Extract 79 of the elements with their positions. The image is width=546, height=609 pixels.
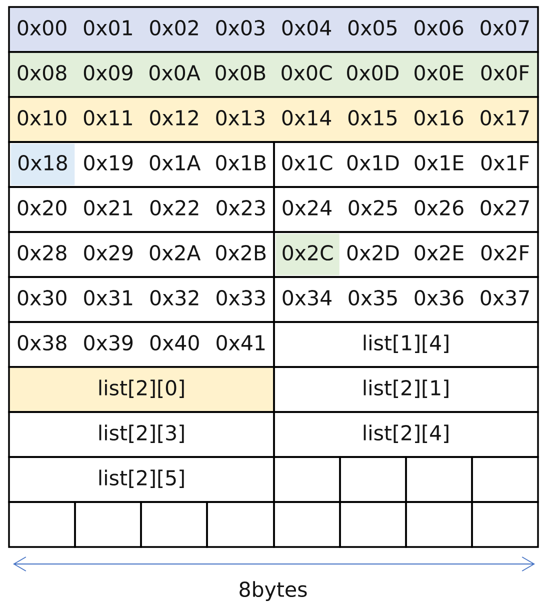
byte-address: 0x1C — [282, 155, 332, 171]
empty-cell — [339, 456, 407, 503]
byte-address: 0x0A — [150, 65, 200, 81]
byte-address: 0x34 — [282, 290, 332, 306]
byte-address: 0x39 — [84, 335, 133, 351]
byte-address: 0x37 — [480, 290, 529, 306]
byte-address: 0x21 — [84, 200, 132, 216]
byte-address: 0x41 — [216, 335, 265, 351]
byte-address: 0x20 — [18, 200, 66, 216]
byte-address: 0x2A — [150, 245, 201, 261]
byte-address: 0x27 — [480, 200, 529, 216]
byte-address: 0x22 — [150, 200, 198, 216]
byte-address: 0x24 — [282, 200, 332, 216]
byte-address: 0x09 — [84, 65, 132, 81]
highlighted-byte: 0x2C — [276, 234, 340, 276]
byte-address: 0x15 — [348, 110, 397, 126]
empty-cell — [8, 501, 76, 548]
empty-cell — [405, 501, 473, 548]
byte-address: 0x08 — [18, 65, 66, 81]
byte-address: 0x23 — [216, 200, 265, 216]
byte-address: 0x26 — [414, 200, 464, 216]
byte-address: 0x33 — [216, 290, 265, 306]
byte-address: 0x35 — [348, 290, 397, 306]
byte-address: 0x13 — [216, 110, 264, 126]
byte-address: 0x06 — [414, 20, 464, 36]
byte-address: 0x30 — [18, 290, 66, 306]
byte-address: 0x19 — [84, 155, 133, 171]
byte-address: 0x2F — [481, 245, 529, 261]
byte-address: 0x0F — [481, 65, 529, 81]
byte-address: 0x36 — [414, 290, 464, 306]
list-element-box: list[2][0] — [8, 366, 275, 413]
byte-address: 0x31 — [84, 290, 132, 306]
empty-cell — [206, 501, 275, 548]
list-element-box: list[2][1] — [273, 366, 539, 413]
byte-address: 0x07 — [480, 20, 529, 36]
byte-address: 0x03 — [216, 20, 264, 36]
byte-address: 0x1B — [216, 155, 266, 171]
byte-address: 0x1F — [481, 155, 529, 171]
byte-address: 0x0B — [216, 65, 266, 81]
byte-address: 0x0E — [414, 65, 464, 81]
empty-cell — [273, 456, 341, 503]
empty-cell — [74, 501, 142, 548]
list-element-box: list[2][5] — [8, 456, 275, 503]
byte-address: 0x1A — [150, 155, 201, 171]
byte-address: 0x05 — [348, 20, 397, 36]
list-element-box: list[2][4] — [273, 411, 539, 458]
byte-address: 0x11 — [84, 110, 132, 126]
byte-address: 0x16 — [414, 110, 464, 126]
byte-address: 0x2D — [347, 245, 399, 261]
empty-cell — [140, 501, 208, 548]
empty-cell — [471, 456, 539, 503]
byte-address: 0x0D — [347, 65, 398, 81]
byte-address: 0x12 — [150, 110, 198, 126]
byte-address: 0x1E — [414, 155, 464, 171]
byte-address: 0x02 — [150, 20, 198, 36]
byte-address: 0x29 — [84, 245, 133, 261]
byte-address: 0x17 — [480, 110, 529, 126]
empty-cell — [339, 501, 407, 548]
byte-address: 0x0C — [282, 65, 332, 81]
byte-address: 0x01 — [84, 20, 132, 36]
list-element-box: list[1][4] — [273, 321, 539, 368]
byte-address: 0x10 — [18, 110, 66, 126]
empty-cell — [405, 456, 473, 503]
dimension-label: 8bytes — [240, 581, 307, 602]
byte-address: 0x25 — [348, 200, 397, 216]
empty-cell — [273, 501, 341, 548]
empty-cell — [471, 501, 539, 548]
list-element-box: list[2][3] — [8, 411, 275, 458]
byte-address: 0x38 — [18, 335, 66, 351]
byte-address: 0x2E — [414, 245, 464, 261]
byte-address: 0x00 — [18, 20, 66, 36]
byte-address: 0x04 — [282, 20, 332, 36]
byte-address: 0x1D — [347, 155, 399, 171]
byte-address: 0x14 — [282, 110, 332, 126]
highlighted-byte: 0x18 — [10, 144, 75, 186]
byte-address: 0x32 — [150, 290, 198, 306]
byte-address: 0x28 — [18, 245, 66, 261]
byte-address: 0x2B — [216, 245, 266, 261]
byte-address: 0x40 — [150, 335, 199, 351]
